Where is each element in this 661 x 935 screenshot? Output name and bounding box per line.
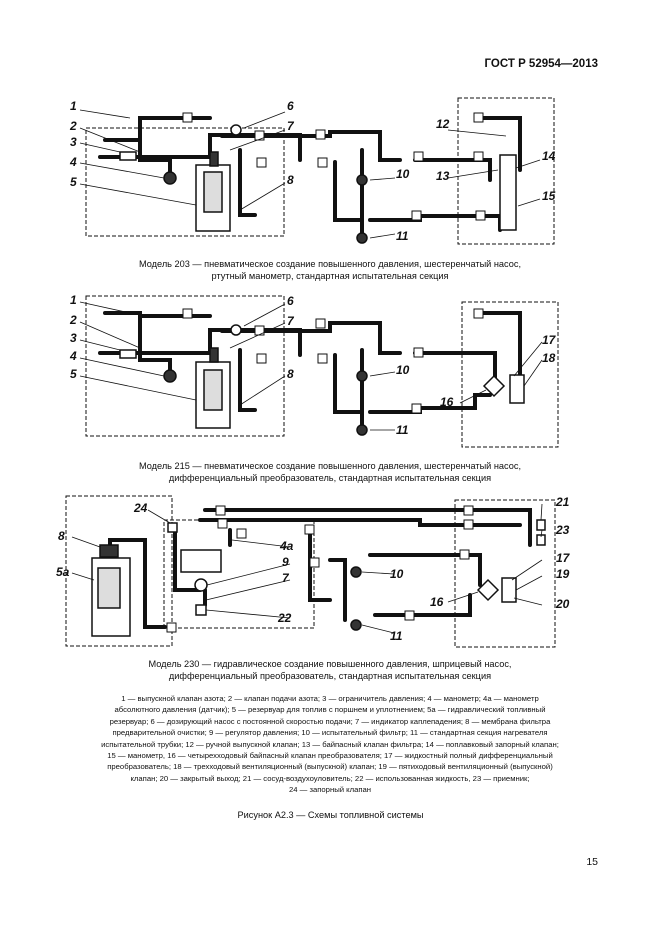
page-number: 15: [586, 856, 598, 868]
callout-label: 4a: [279, 539, 294, 553]
callout-label: 16: [430, 595, 444, 609]
caption-model-230: Модель 230 — гидравлическое создание пов…: [148, 659, 512, 681]
diagram-model-215: 1 2 3 4 5 6 7 8 10 11 16 17 18: [69, 293, 559, 448]
callout-label: 2: [69, 313, 77, 327]
legend-line: абсолютного давления (датчик); 5 — резер…: [114, 705, 546, 715]
diagram-model-203: 1 2 3 4 5 6 7 8 10 11 12 13 14 15: [69, 97, 556, 245]
callout-label: 17: [556, 551, 571, 565]
figure-caption: Рисунок А2.3 — Схемы топливной системы: [237, 810, 424, 820]
callout-label: 16: [440, 395, 454, 409]
callout-label: 7: [287, 314, 295, 328]
legend-line: преобразователь; 18 — трехходовый вентил…: [107, 762, 553, 772]
callout-label: 6: [287, 99, 294, 113]
callout-label: 3: [70, 135, 77, 149]
callout-label: 6: [287, 294, 294, 308]
callout-label: 11: [396, 229, 409, 243]
legend-line: клапан; 20 — закрытый выход; 21 — сосуд-…: [130, 773, 530, 783]
callout-label: 18: [542, 351, 556, 365]
callout-label: 23: [555, 523, 570, 537]
callout-label: 5a: [56, 565, 70, 579]
callout-label: 2: [69, 119, 77, 133]
callout-label: 21: [555, 495, 570, 509]
callout-label: 17: [542, 333, 557, 347]
callout-label: 10: [396, 363, 410, 377]
callout-label: 12: [436, 117, 450, 131]
callout-label: 7: [287, 119, 295, 133]
caption-model-215: Модель 215 — пневматическое создание пов…: [138, 461, 521, 483]
callout-label: 8: [58, 529, 65, 543]
callout-label: 24: [133, 501, 148, 515]
callout-label: 1: [70, 293, 77, 307]
callout-label: 5: [70, 367, 77, 381]
legend-line: 15 — манометр, 16 — четырехходовый байпа…: [107, 751, 553, 761]
callout-label: 8: [287, 173, 294, 187]
callout-label: 10: [396, 167, 410, 181]
callout-label: 13: [436, 169, 450, 183]
legend-line: предварительной очистки; 9 — регулятор д…: [112, 728, 548, 738]
callout-label: 19: [556, 567, 570, 581]
legend-line: 1 — выпускной клапан азота; 2 — клапан п…: [121, 694, 539, 703]
callout-label: 15: [542, 189, 556, 203]
callout-label: 9: [282, 555, 289, 569]
callout-label: 20: [555, 597, 570, 611]
callout-label: 7: [282, 571, 290, 585]
callout-label: 4: [69, 155, 77, 169]
callout-label: 11: [396, 423, 409, 437]
callout-label: 10: [390, 567, 404, 581]
callout-label: 3: [70, 331, 77, 345]
legend-line: резервуар; 6 — дозирующий насос с постоя…: [109, 716, 551, 726]
legend-line: 24 — запорный клапан: [288, 785, 372, 795]
callout-label: 5: [70, 175, 77, 189]
callout-label: 11: [390, 629, 403, 643]
callout-label: 8: [287, 367, 294, 381]
callout-label: 14: [542, 149, 556, 163]
caption-model-203: Модель 203 — пневматическое создание пов…: [138, 259, 521, 281]
diagram-model-230: 8 5a 24 4a 9 7 22 10 11 16 17 19 20 21 2…: [56, 495, 571, 648]
legend: 1 — выпускной клапан азота; 2 — клапан п…: [60, 693, 600, 796]
callout-label: 22: [277, 611, 292, 625]
callout-label: 4: [69, 349, 77, 363]
standard-header: ГОСТ Р 52954—2013: [484, 58, 598, 70]
legend-line: испытательной трубки; 12 — ручной выпуск…: [101, 739, 559, 749]
callout-label: 1: [70, 99, 77, 113]
